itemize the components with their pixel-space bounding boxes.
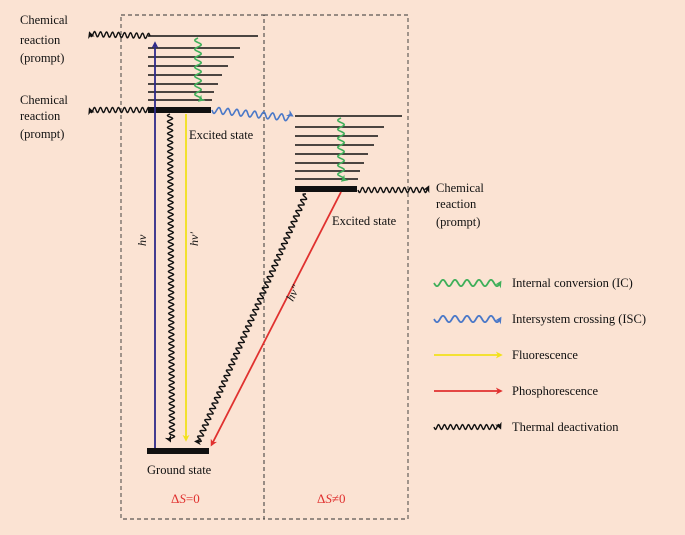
- triplet-panel-frame: [263, 14, 409, 520]
- chem-reaction-top-line1: Chemical: [20, 13, 68, 27]
- delta-variable: S: [179, 491, 186, 506]
- delta-symbol: Δ: [317, 491, 325, 506]
- delta-s-zero-label: ΔS=0: [171, 491, 200, 506]
- chem-reaction-mid-line2: reaction: [20, 109, 61, 123]
- wavy-thermal-mid: [88, 106, 151, 116]
- wavy-thermal-top: [88, 30, 151, 40]
- hv-fluorescence-label: hν′: [187, 232, 201, 246]
- legend-swatch-intersystem-crossing-isc: [433, 314, 502, 325]
- wavy-isc: [211, 106, 294, 122]
- legend-swatch-internal-conversion-ic: [433, 278, 502, 289]
- ground-state-label: Ground state: [147, 463, 212, 477]
- legend-label-thermal-deactivation: Thermal deactivation: [512, 420, 619, 434]
- delta-variable: S: [325, 491, 332, 506]
- delta-symbol: Δ: [171, 491, 179, 506]
- chem-reaction-mid-line3: (prompt): [20, 127, 64, 141]
- legend-swatch-thermal-deactivation: [433, 421, 502, 431]
- phosphorescence-arrow: [210, 191, 342, 447]
- wavy-ic-triplet: [336, 117, 349, 182]
- delta-relation: =0: [186, 491, 200, 506]
- singlet-panel-frame: [120, 14, 265, 520]
- delta-relation: ≠0: [332, 491, 346, 506]
- wavy-thermal-triplet-to-ground: [194, 193, 308, 446]
- chem-reaction-right-line3: (prompt): [436, 215, 480, 229]
- chem-reaction-top-line2: reaction: [20, 33, 61, 47]
- wavy-thermal-right: [357, 185, 430, 194]
- legend-label-phosphorescence: Phosphorescence: [512, 384, 599, 398]
- legend-label-intersystem-crossing-isc: Intersystem crossing (ISC): [512, 312, 646, 326]
- chem-reaction-right-line1: Chemical: [436, 181, 484, 195]
- legend-label-fluorescence: Fluorescence: [512, 348, 578, 362]
- wavy-thermal-singlet-to-ground: [164, 113, 176, 443]
- wavy-ic-singlet: [193, 37, 206, 102]
- excited-state-triplet-label: Excited state: [332, 214, 397, 228]
- excited-state-singlet-label: Excited state: [189, 128, 254, 142]
- legend: Internal conversion (IC) Intersystem cros…: [433, 276, 646, 434]
- chem-reaction-right-line2: reaction: [436, 197, 477, 211]
- triplet-vibrational-levels: [295, 115, 402, 180]
- delta-s-nonzero-label: ΔS≠0: [317, 491, 346, 506]
- chem-reaction-mid-line1: Chemical: [20, 93, 68, 107]
- triplet-excited-state-level: [295, 186, 357, 192]
- chem-reaction-top-line3: (prompt): [20, 51, 64, 65]
- ground-state-level: [147, 448, 209, 454]
- hv-phosphorescence-label: hν″: [283, 282, 303, 304]
- hv-absorption-label: hν: [135, 234, 149, 246]
- singlet-vibrational-levels: [148, 35, 258, 101]
- singlet-excited-state-level: [148, 107, 211, 113]
- legend-label-internal-conversion-ic: Internal conversion (IC): [512, 276, 633, 290]
